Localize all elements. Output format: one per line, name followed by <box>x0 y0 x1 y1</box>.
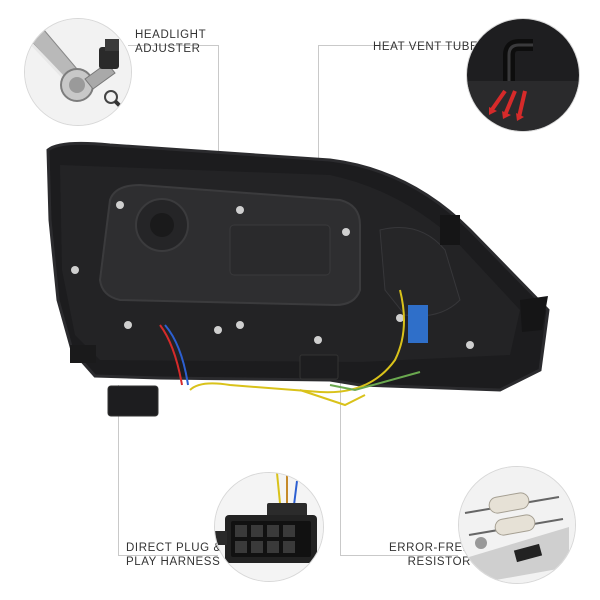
headlight-adjuster-line1: HEADLIGHT <box>135 29 207 41</box>
vent-guide-horizontal <box>318 45 466 46</box>
resistor-guide-vertical <box>340 380 341 555</box>
resistor-callout <box>458 466 576 584</box>
harness-connector-image <box>215 473 323 581</box>
harness-guide-vertical <box>118 385 119 555</box>
mounting-bolts <box>71 201 474 349</box>
harness-guide-horizontal <box>118 555 218 556</box>
heat-vent-tube-image <box>467 19 579 131</box>
heat-vent-tube-callout <box>466 18 580 132</box>
resistor-image <box>459 467 575 583</box>
headlight-adjuster-line2: ADJUSTER <box>135 43 201 55</box>
housing-outline <box>46 141 550 392</box>
ratchet-wrench-image <box>25 19 131 125</box>
heat-vent-tube-label: HEAT VENT TUBE <box>373 40 478 54</box>
lamp-back-cover <box>98 183 361 307</box>
info-sticker <box>408 305 428 343</box>
heat-vent-tube-text: HEAT VENT TUBE <box>373 41 479 53</box>
error-free-line1: ERROR-FREE <box>389 542 472 554</box>
headlight-adjuster-label: HEADLIGHT ADJUSTER <box>135 28 206 56</box>
headlight-adjuster-callout <box>24 18 132 126</box>
direct-plug-line2: PLAY HARNESS <box>126 556 221 568</box>
resistor-guide-horizontal <box>340 555 458 556</box>
vent-guide-vertical <box>318 45 319 340</box>
harness-plug <box>107 385 159 417</box>
harness-connector-callout <box>214 472 324 582</box>
error-free-resistor-label: ERROR-FREE RESISTOR <box>389 541 471 569</box>
wire-yellow <box>189 289 405 394</box>
direct-plug-label: DIRECT PLUG & PLAY HARNESS <box>126 541 222 569</box>
direct-plug-line1: DIRECT PLUG & <box>126 542 222 554</box>
error-free-line2: RESISTOR <box>407 556 472 568</box>
adjuster-guide-vertical <box>218 45 219 335</box>
adjuster-guide-horizontal <box>128 45 218 46</box>
bulb-cap <box>135 198 189 252</box>
